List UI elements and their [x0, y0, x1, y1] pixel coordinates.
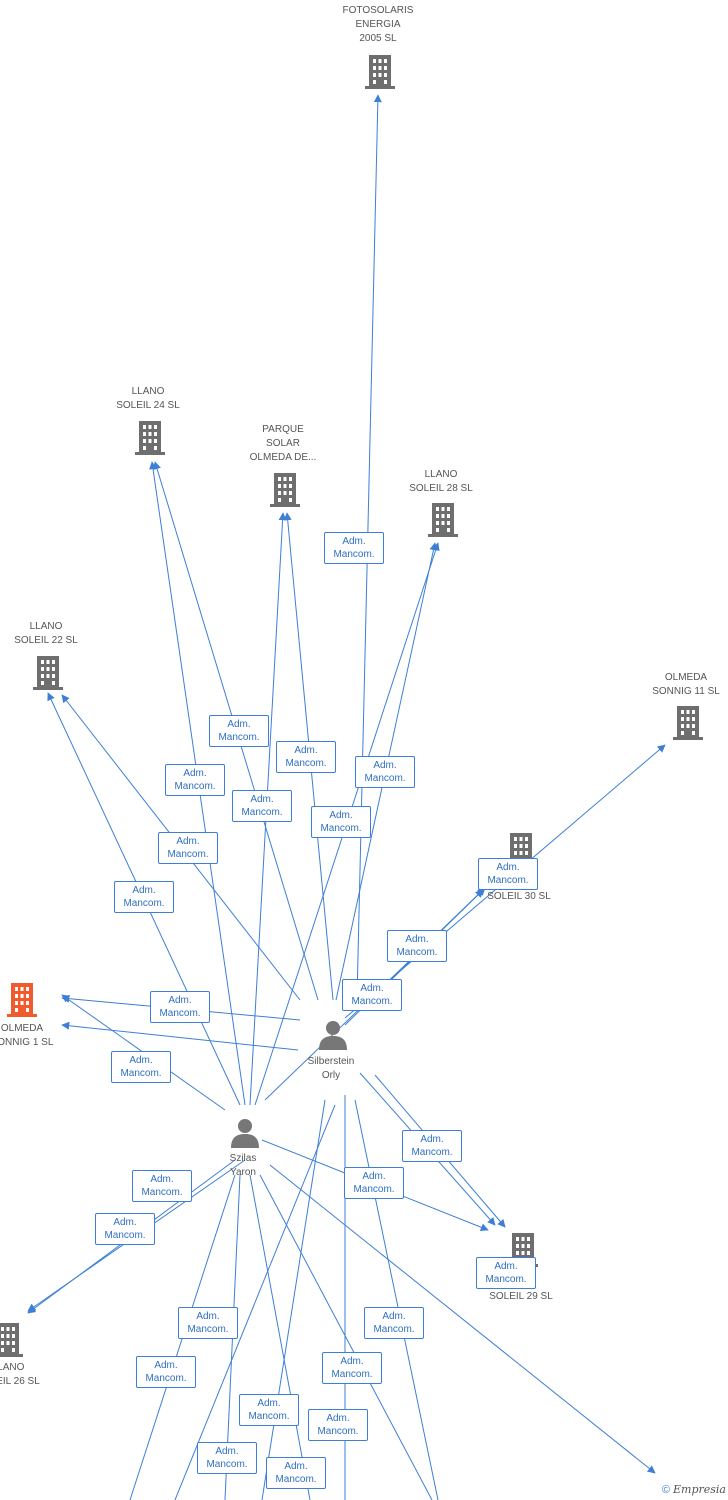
building-icon[interactable] [270, 473, 300, 507]
building-icon[interactable] [365, 55, 395, 89]
edge-label-adm-mancom[interactable]: Adm. Mancom. [342, 979, 402, 1011]
edge-label-adm-mancom[interactable]: Adm. Mancom. [136, 1356, 196, 1388]
edge-label-adm-mancom[interactable]: Adm. Mancom. [132, 1170, 192, 1202]
edge-line [269, 1164, 656, 1474]
node-label-szilas[interactable]: Szilas Yaron [229, 1153, 257, 1178]
edge-line [261, 1099, 326, 1500]
node-label-olmeda1[interactable]: OLMEDA SONNIG 1 SL [0, 1023, 54, 1048]
edge-line [174, 1104, 336, 1500]
building-icon[interactable] [428, 503, 458, 537]
edge-label-adm-mancom[interactable]: Adm. Mancom. [114, 881, 174, 913]
node-label-parque[interactable]: PARQUE SOLAR OLMEDA DE... [249, 424, 317, 463]
edge-label-adm-mancom[interactable]: Adm. Mancom. [111, 1051, 171, 1083]
edge-label-adm-mancom[interactable]: Adm. Mancom. [344, 1167, 404, 1199]
edge-label-adm-mancom[interactable]: Adm. Mancom. [311, 806, 371, 838]
node-label-silberstein[interactable]: Silberstein Orly [307, 1056, 355, 1081]
edge-label-adm-mancom[interactable]: Adm. Mancom. [478, 858, 538, 890]
edge-label-adm-mancom[interactable]: Adm. Mancom. [232, 790, 292, 822]
edge-label-adm-mancom[interactable]: Adm. Mancom. [239, 1394, 299, 1426]
building-icon[interactable] [135, 421, 165, 455]
node-label-soleil29[interactable]: SOLEIL 29 SL [489, 1291, 553, 1302]
edge-label-adm-mancom[interactable]: Adm. Mancom. [308, 1409, 368, 1441]
edge-label-adm-mancom[interactable]: Adm. Mancom. [165, 764, 225, 796]
copyright-symbol: © [661, 1484, 670, 1496]
edge-line [259, 1174, 433, 1500]
edge-line [249, 1174, 311, 1500]
edge-label-adm-mancom[interactable]: Adm. Mancom. [150, 991, 210, 1023]
node-label-fotosolaris[interactable]: FOTOSOLARIS ENERGIA 2005 SL [342, 5, 414, 44]
edge-label-adm-mancom[interactable]: Adm. Mancom. [387, 930, 447, 962]
building-icon[interactable] [33, 656, 63, 690]
copyright-footer: © Empresia [662, 1483, 726, 1496]
brand-logo[interactable]: Empresia [673, 1483, 726, 1496]
edge-label-adm-mancom[interactable]: Adm. Mancom. [355, 756, 415, 788]
person-icon[interactable] [231, 1119, 259, 1148]
node-label-llano22[interactable]: LLANO SOLEIL 22 SL [14, 621, 78, 646]
building-icon[interactable] [7, 983, 37, 1017]
edge-line [354, 1099, 439, 1500]
edge-label-adm-mancom[interactable]: Adm. Mancom. [95, 1213, 155, 1245]
node-label-soleil30[interactable]: SOLEIL 30 SL [487, 891, 551, 902]
edge-label-adm-mancom[interactable]: Adm. Mancom. [476, 1257, 536, 1289]
edge-label-adm-mancom[interactable]: Adm. Mancom. [322, 1352, 382, 1384]
node-label-llano26[interactable]: LLANO SOLEIL 26 SL [0, 1362, 40, 1387]
edge-label-adm-mancom[interactable]: Adm. Mancom. [276, 741, 336, 773]
edge-line [61, 1021, 299, 1051]
edge-label-adm-mancom[interactable]: Adm. Mancom. [178, 1307, 238, 1339]
building-icon[interactable] [673, 706, 703, 740]
edge-label-adm-mancom[interactable]: Adm. Mancom. [197, 1442, 257, 1474]
node-label-llano28[interactable]: LLANO SOLEIL 28 SL [409, 469, 473, 494]
edge-label-adm-mancom[interactable]: Adm. Mancom. [324, 532, 384, 564]
edge-label-adm-mancom[interactable]: Adm. Mancom. [209, 715, 269, 747]
edge-label-adm-mancom[interactable]: Adm. Mancom. [158, 832, 218, 864]
edge-label-adm-mancom[interactable]: Adm. Mancom. [266, 1457, 326, 1489]
node-label-olmeda11[interactable]: OLMEDA SONNIG 11 SL [652, 672, 720, 697]
edge-label-adm-mancom[interactable]: Adm. Mancom. [402, 1130, 462, 1162]
edge-label-adm-mancom[interactable]: Adm. Mancom. [364, 1307, 424, 1339]
node-label-llano24[interactable]: LLANO SOLEIL 24 SL [116, 386, 180, 411]
building-icon[interactable] [0, 1323, 23, 1357]
